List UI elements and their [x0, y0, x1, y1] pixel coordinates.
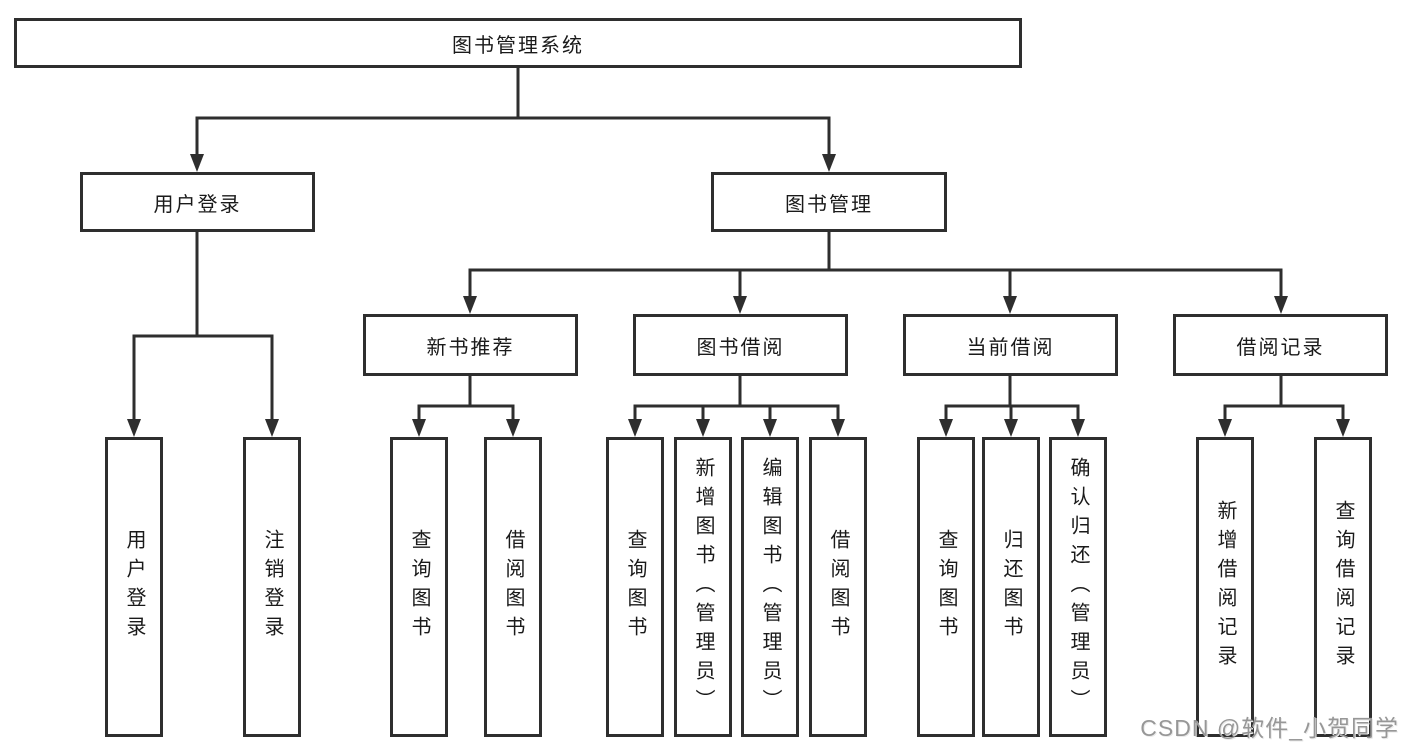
node-book-management: 图书管理	[711, 172, 947, 232]
leaf-query-books-current: 查询图书	[917, 437, 975, 737]
node-borrowing-records: 借阅记录	[1173, 314, 1388, 376]
node-library-management-system: 图书管理系统	[14, 18, 1022, 68]
leaf-edit-book-admin: 编辑图书（管理员）	[741, 437, 799, 737]
leaf-user-login: 用户登录	[105, 437, 163, 737]
leaf-add-borrow-record: 新增借阅记录	[1196, 437, 1254, 737]
node-book-borrowing: 图书借阅	[633, 314, 848, 376]
leaf-query-borrow-record: 查询借阅记录	[1314, 437, 1372, 737]
node-user-login: 用户登录	[80, 172, 315, 232]
leaf-query-books-borrow: 查询图书	[606, 437, 664, 737]
leaf-borrow-books-recommend: 借阅图书	[484, 437, 542, 737]
leaf-borrow-books: 借阅图书	[809, 437, 867, 737]
node-new-book-recommendation: 新书推荐	[363, 314, 578, 376]
leaf-add-book-admin: 新增图书（管理员）	[674, 437, 732, 737]
leaf-query-books-recommend: 查询图书	[390, 437, 448, 737]
connector-strokes	[132, 68, 1345, 421]
leaf-logout: 注销登录	[243, 437, 301, 737]
connector-arrowheads	[127, 154, 1350, 437]
node-current-borrowing: 当前借阅	[903, 314, 1118, 376]
csdn-watermark: CSDN @软件_小贺同学	[1140, 715, 1399, 741]
leaf-confirm-return-admin: 确认归还（管理员）	[1049, 437, 1107, 737]
leaf-return-books: 归还图书	[982, 437, 1040, 737]
